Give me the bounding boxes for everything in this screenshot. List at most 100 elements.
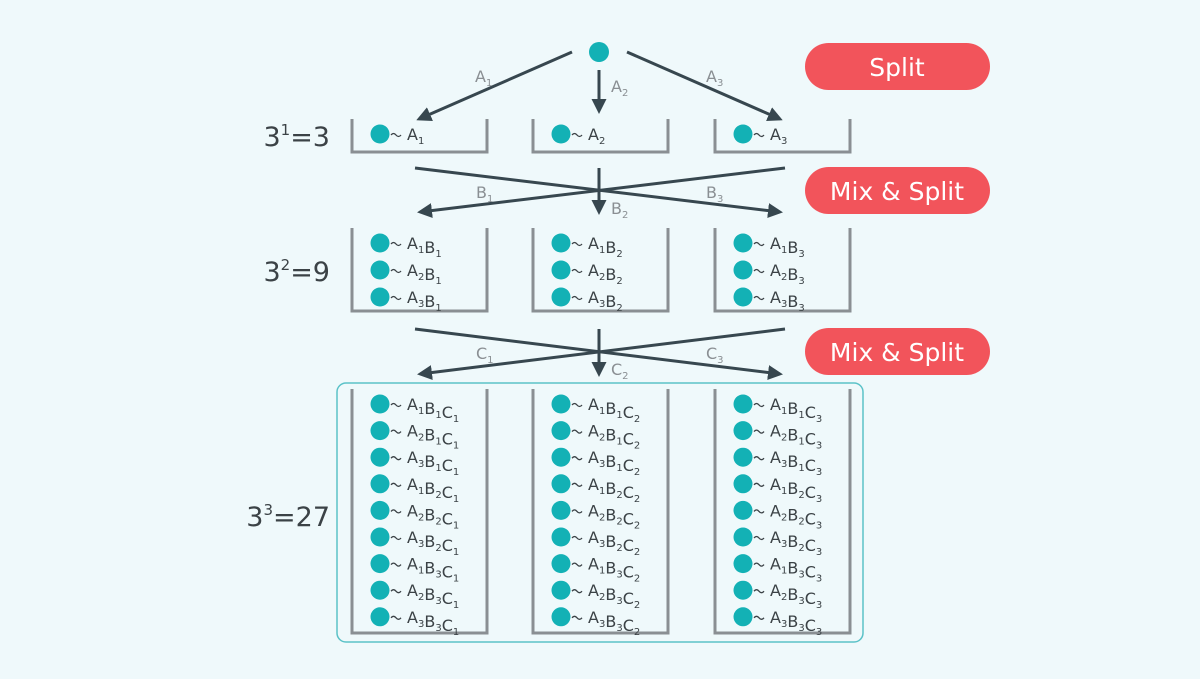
- barcode-label: A1B1C2: [588, 395, 640, 425]
- bead-item: A2B2: [551, 260, 623, 287]
- linker-icon: [753, 295, 765, 301]
- barcode-label: A2B3: [770, 261, 805, 287]
- bead-icon: [733, 607, 753, 627]
- bead-item: A3B2C3: [733, 527, 822, 558]
- bead-item: A1B1C1: [370, 394, 459, 425]
- bead-item: A3B2C1: [370, 527, 459, 558]
- bead-item: A3B1C1: [370, 447, 459, 478]
- bead-icon: [370, 527, 390, 547]
- bead-icon: [370, 260, 390, 280]
- bead-icon: [551, 287, 571, 307]
- linker-icon: [390, 589, 402, 594]
- linker-icon: [571, 132, 583, 138]
- linker-icon: [753, 268, 765, 274]
- barcode-label: A3B3C2: [588, 608, 640, 638]
- barcode-label: A1B3: [770, 234, 805, 260]
- bead-item: A1B3C3: [733, 554, 822, 585]
- bead-icon: [733, 580, 753, 600]
- mix-split-badge-1-label: Mix & Split: [830, 177, 964, 206]
- linker-icon: [571, 456, 583, 461]
- linker-icon: [753, 402, 765, 408]
- linker-icon: [571, 562, 583, 567]
- arrow-label-round2-2: B2: [611, 199, 628, 221]
- barcode-label: A1B3C1: [407, 555, 459, 585]
- well-round1-2: A2: [531, 119, 670, 154]
- barcode-label: A2B3C2: [588, 581, 640, 611]
- bead-item: A1B2C1: [370, 474, 459, 505]
- arrow-label-round2-3: B3: [706, 183, 723, 205]
- linker-icon: [753, 132, 765, 138]
- bead-item: A3B2C2: [551, 527, 640, 558]
- arrow-c1: [417, 327, 786, 380]
- arrow-label-round1-2: A2: [611, 77, 628, 99]
- well-outline: [713, 389, 852, 635]
- bead-icon: [551, 527, 571, 547]
- bead-icon: [551, 260, 571, 280]
- bead-item: A1B1C3: [733, 394, 822, 425]
- barcode-label: A2B3C3: [770, 581, 822, 611]
- well-outline: [713, 228, 852, 313]
- round1-arrows: [416, 50, 783, 122]
- count-label-round1: 31=3: [263, 121, 330, 153]
- bead-icon: [733, 474, 753, 494]
- linker-icon: [571, 268, 583, 274]
- bead-icon: [551, 394, 571, 414]
- bead-icon: [733, 233, 753, 253]
- bead-icon: [551, 500, 571, 520]
- linker-icon: [390, 429, 402, 434]
- linker-icon: [753, 615, 765, 620]
- well-outline: [350, 119, 489, 154]
- starting-bead: [589, 42, 609, 62]
- barcode-label: A1B3C3: [770, 555, 822, 585]
- arrow-label-round3-1: C1: [476, 344, 494, 366]
- barcode-label: A1B2: [588, 234, 623, 260]
- split-badge: Split: [805, 43, 990, 90]
- linker-icon: [390, 615, 402, 620]
- bead-icon: [370, 287, 390, 307]
- split-badge-label: Split: [869, 53, 925, 82]
- bead-item: A2B1: [370, 260, 442, 287]
- well-round3-1: A1B1C1A2B1C1A3B1C1A1B2C1A2B2C1A3B2C1A1B3…: [350, 389, 489, 638]
- bead-item: A2B1C1: [370, 421, 459, 452]
- mix-split-badge-2: Mix & Split: [805, 328, 990, 375]
- barcode-label: A3B3C1: [407, 608, 459, 638]
- linker-icon: [571, 589, 583, 594]
- barcode-label: A1B1C1: [407, 395, 459, 425]
- bead-icon: [733, 287, 753, 307]
- bead-item: A2B3: [733, 260, 805, 287]
- linker-icon: [390, 402, 402, 408]
- barcode-label: A3B3C3: [770, 608, 822, 638]
- bead-item: A2B1C2: [551, 421, 640, 452]
- barcode-label: A2B1: [407, 261, 442, 287]
- bead-icon: [370, 474, 390, 494]
- linker-icon: [571, 509, 583, 514]
- linker-icon: [753, 429, 765, 434]
- barcode-label: A1B1: [407, 234, 442, 260]
- bead-item: A1B2: [551, 233, 623, 260]
- barcode-label: A2B1C2: [588, 422, 640, 452]
- bead-icon: [733, 554, 753, 574]
- barcode-label: A2B3C1: [407, 581, 459, 611]
- bead-icon: [551, 554, 571, 574]
- linker-icon: [571, 482, 583, 487]
- bead-item: A1B3C2: [551, 554, 640, 585]
- round3-arrows: [414, 327, 786, 380]
- well-outline: [350, 389, 489, 635]
- bead-icon: [733, 124, 753, 144]
- arrow-label-round3-2: C2: [611, 360, 629, 382]
- bead-icon: [733, 500, 753, 520]
- well-round1-3: A3: [713, 119, 852, 154]
- linker-icon: [571, 295, 583, 301]
- bead-item: A3B1C2: [551, 447, 640, 478]
- bead-item: A1B2C2: [551, 474, 640, 505]
- barcode-label: A1B2C2: [588, 475, 640, 505]
- round2-arrows: [414, 166, 786, 219]
- bead-item: A3B2: [551, 287, 623, 314]
- bead-item: A1B1: [370, 233, 442, 260]
- well-outline: [350, 228, 489, 313]
- bead-icon: [370, 394, 390, 414]
- barcode-label: A1B1C3: [770, 395, 822, 425]
- bead-icon: [551, 421, 571, 441]
